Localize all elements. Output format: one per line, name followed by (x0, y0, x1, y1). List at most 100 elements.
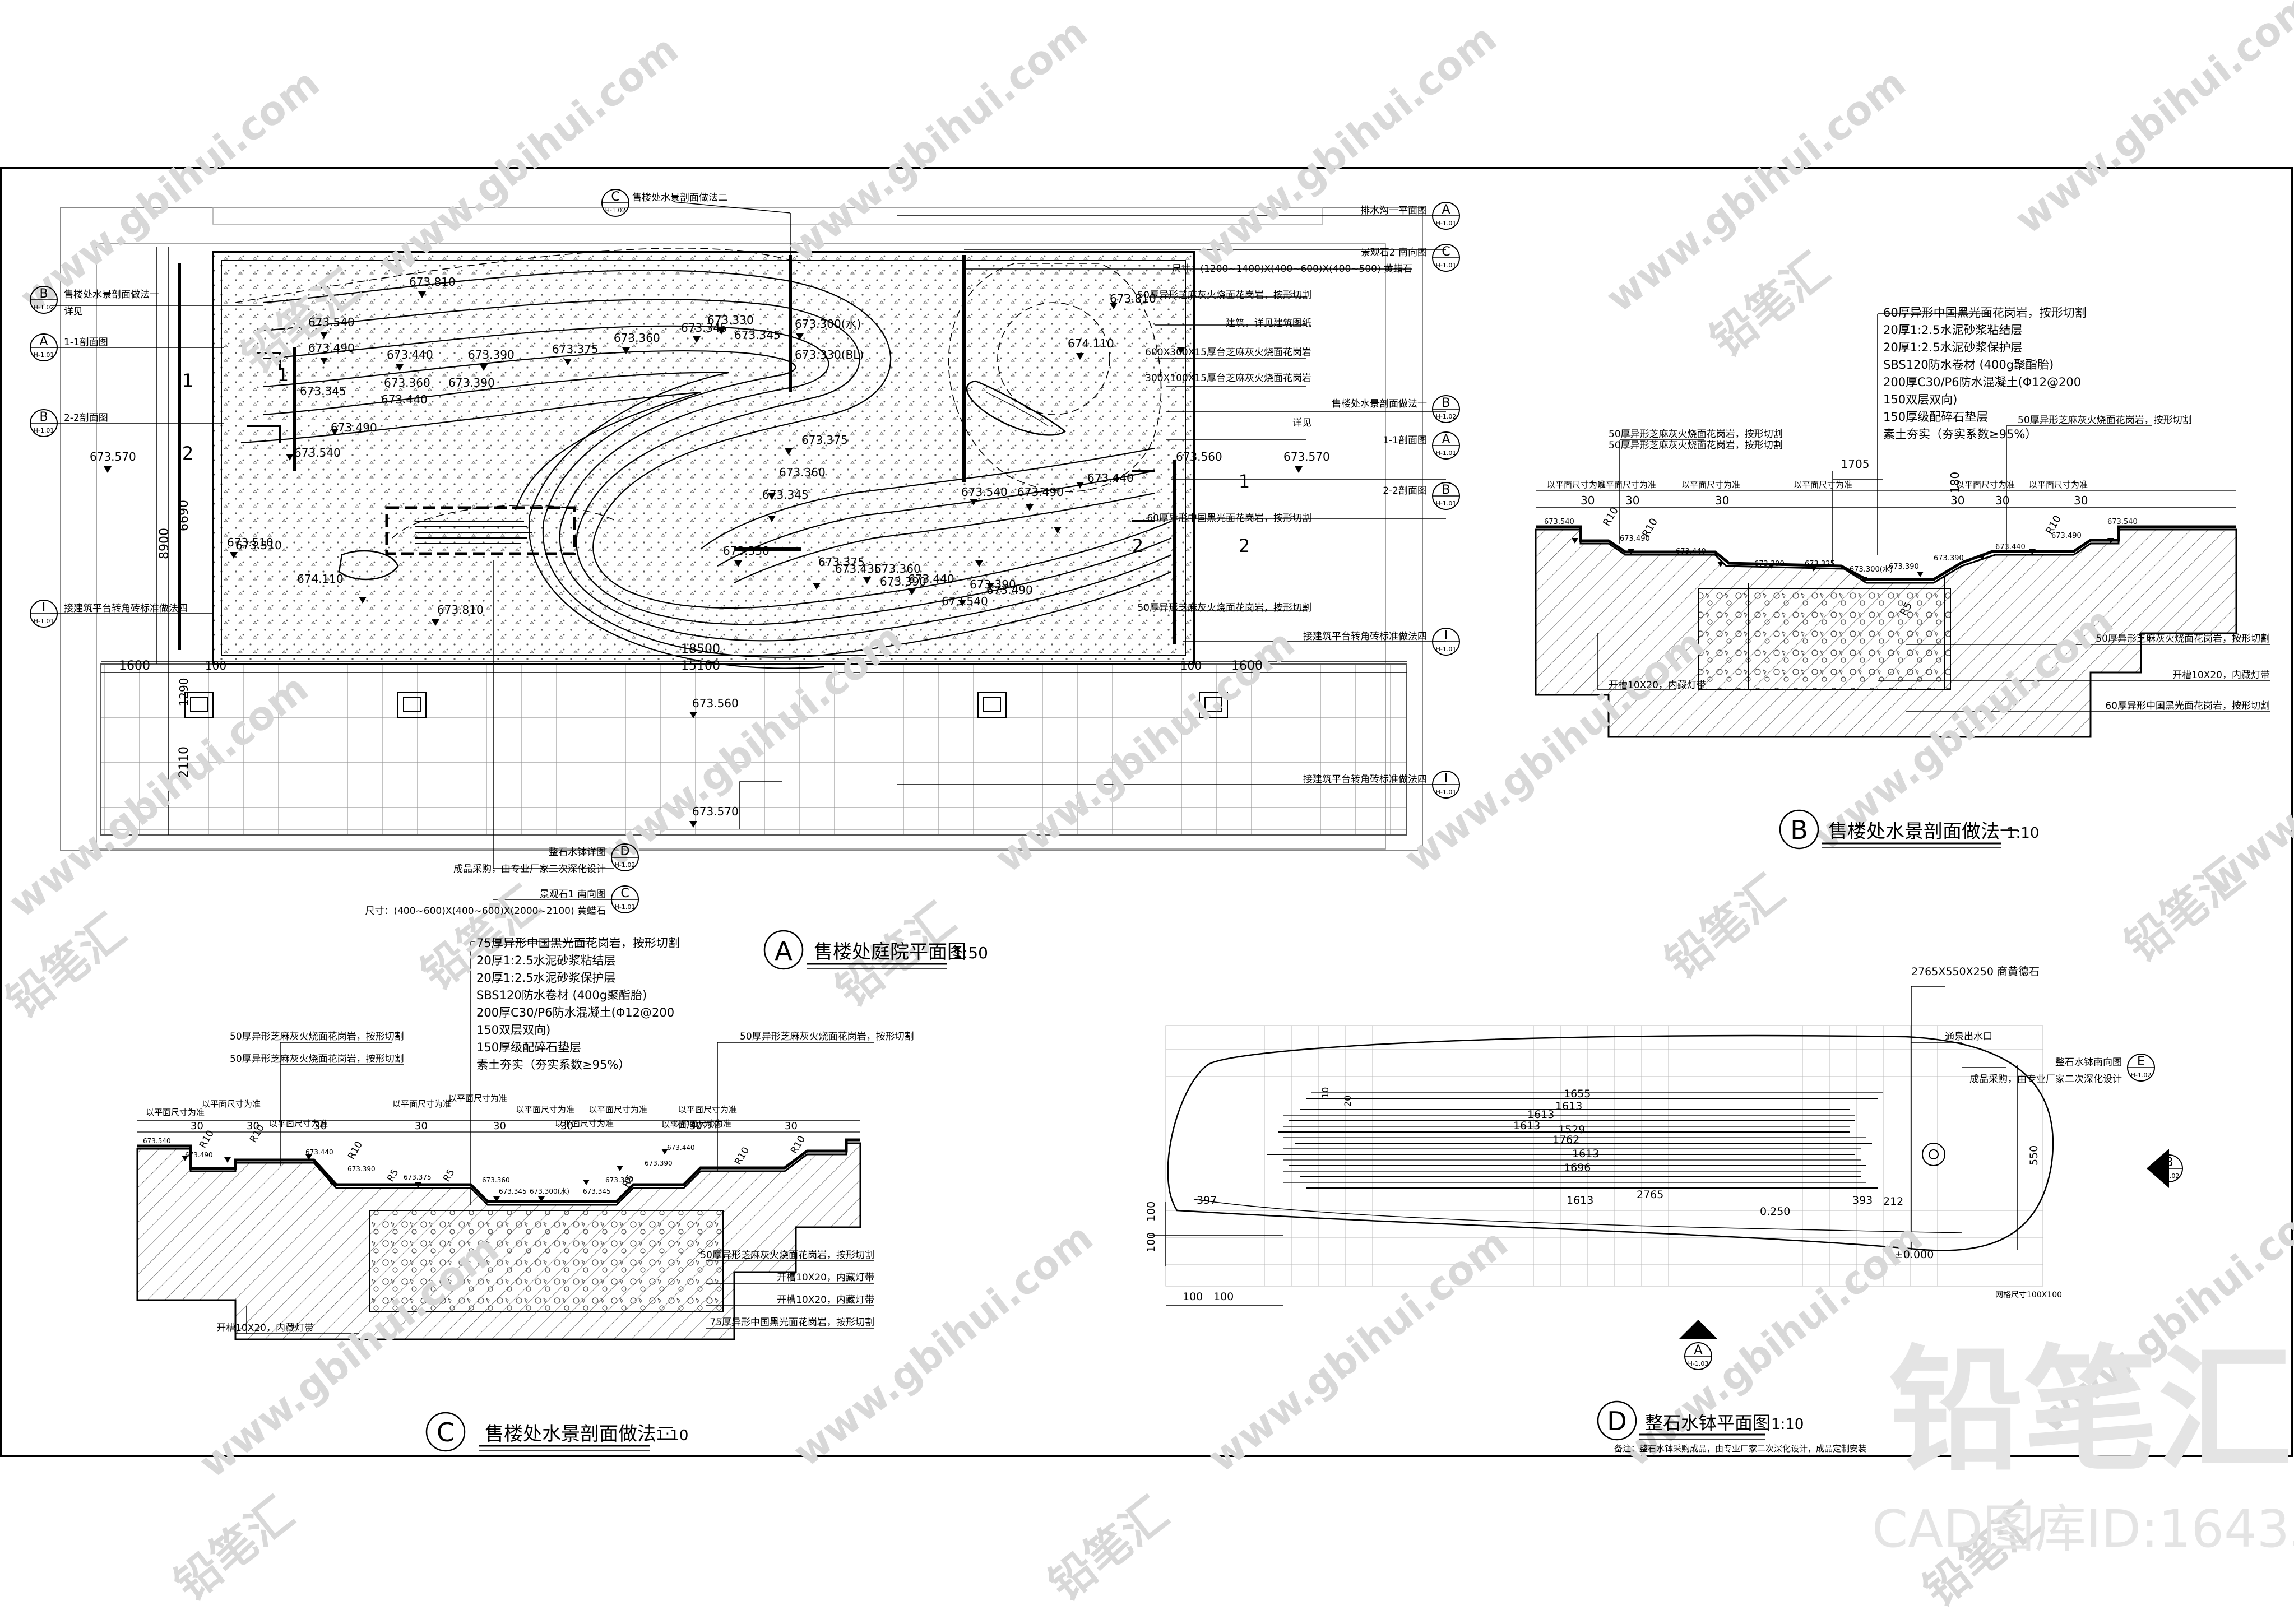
section-c-elev: 673.345 (583, 1187, 611, 1195)
section-number: 2 (1132, 535, 1143, 556)
elevation-label: 673.360 (779, 466, 826, 479)
elevation-label: 673.540 (942, 595, 988, 608)
watermark-cad-id: CAD图库ID:16433 (1872, 1499, 2294, 1559)
dim-left-edge: 100 (205, 659, 226, 672)
basin-grid-dim: 100 (1183, 1291, 1203, 1303)
section-c-elev: 673.345 (499, 1187, 527, 1195)
basin-section-bottom-symbol: A (1694, 1343, 1702, 1357)
section-b-layer: 200厚C30/P6防水混凝土(Φ12@200 (1883, 375, 2081, 389)
elevation-label: 673.345 (734, 328, 781, 342)
section-b-surface-label: 以平面尺寸为准 (2029, 480, 2088, 490)
section-c-bottom-note: 开槽10X20，内藏灯带 (777, 1294, 874, 1306)
elevation-label: 673.570 (90, 450, 136, 463)
section-c-radius: R10 (346, 1140, 365, 1162)
basin-dim-right: 393 (1852, 1194, 1873, 1207)
elevation-label: 673.540 (961, 485, 1008, 499)
basin-dim-line: 1696 (1564, 1162, 1591, 1174)
section-b-surface-label: 以平面尺寸为准 (1597, 480, 1656, 490)
callout-left-2-2-symbol: B (39, 410, 48, 424)
callout-left-2-2-text: 2-2剖面图 (64, 412, 108, 424)
basin-dim-line: 1529 (1558, 1124, 1585, 1136)
watermark-brand: 铅笔汇 (165, 1487, 303, 1611)
elevation-label: 673.390 (448, 376, 495, 389)
basin-section-bottom (1684, 1342, 1712, 1370)
callout-right-10-symbol: B (1442, 483, 1450, 497)
section-b-note-right: 50厚异形芝麻灰火烧面花岗岩，按形切割 (2018, 415, 2192, 426)
section-b-elev: 673.390 (1934, 554, 1964, 563)
elevation-label: 673.440 (1087, 471, 1134, 485)
callout-right-note: 60厚异形中国黑光面花岗岩，按形切割 (1147, 513, 1311, 524)
elevation-label: 673.540 (294, 446, 341, 460)
elevation-label: 673.330 (723, 544, 770, 558)
watermark-brand: 铅笔汇 (0, 904, 135, 1028)
basin-section-bottom-sheet: H-1.03 (1688, 1360, 1709, 1367)
basin-grid-dim: 100 (1145, 1201, 1157, 1222)
callout-right-note: 50厚异形芝麻灰火烧面花岗岩，按形切割 (1137, 602, 1311, 614)
callout-right-9-sheet: H-1.01 (1436, 449, 1457, 457)
section-b-elev: 673.490 (2051, 532, 2082, 540)
section-b-bottom-note: 开槽10X20，内藏灯带 (2172, 670, 2270, 681)
section-c-radius: R5 (441, 1167, 457, 1184)
callout-bottom-stone-sheet: H-1.01 (615, 903, 636, 911)
callout-right-10 (1432, 482, 1460, 510)
dim-right-margin: 1600 (1231, 659, 1263, 673)
section-c-elev: 673.490 (185, 1151, 213, 1159)
section-c-elev: 673.360 (605, 1176, 633, 1184)
elevation-label: 673.345 (762, 488, 809, 502)
dim-paving-depth: 2110 (177, 746, 191, 778)
section-c-bottom-note: 开槽10X20，内藏灯带 (216, 1323, 314, 1334)
section-b-dim: 30 (2074, 494, 2088, 507)
elevation-label: 673.330(BL) (795, 348, 864, 361)
section-c-surface-label: 以平面尺寸为准 (269, 1119, 328, 1129)
callout-right-14-symbol: I (1444, 772, 1448, 786)
section-c-layer: 150双层双向) (476, 1023, 550, 1037)
section-b-dim: 30 (1625, 494, 1639, 507)
watermark-brand: 铅笔汇 (1039, 1487, 1177, 1611)
elevation-label: 673.490 (308, 341, 355, 355)
section-c-dim: 30 (689, 1120, 702, 1132)
section-number: 1 (182, 370, 193, 391)
callout-right-14-text: 接建筑平台转角砖标准做法四 (1303, 774, 1427, 785)
section-c-drawing (136, 941, 874, 1340)
section-c-dim: 30 (247, 1120, 259, 1132)
section-number: 1 (277, 364, 289, 386)
section-b-top-dim: 1705 (1841, 457, 1870, 471)
elevation-label: 673.390 (970, 578, 1016, 591)
section-b-elev: 673.325 (1805, 560, 1835, 568)
elevation-label: 673.300(水) (795, 317, 861, 331)
elevation-label: 673.375 (818, 555, 865, 569)
section-b-bottom-note: 60厚异形中国黑光面花岗岩，按形切割 (2105, 700, 2270, 712)
callout-right-10-sheet: H-1.01 (1436, 500, 1457, 507)
callout-right-7-sheet: H-1.02 (1436, 413, 1457, 420)
elevation-label: 673.390 (468, 348, 515, 361)
section-c-note-top: 50厚异形芝麻灰火烧面花岗岩，按形切割 (230, 1031, 404, 1042)
section-b-drawing (1535, 313, 2270, 738)
elevation-label: 673.440 (381, 393, 428, 406)
section-b-layer: 素土夯实（夯实系数≥95%） (1883, 428, 2037, 441)
callout-right-note: 尺寸：(1200~1400)X(400~600)X(400~500) 黄蜡石 (1171, 263, 1412, 275)
elevation-label: 673.345 (300, 384, 346, 398)
callout-right-1-symbol: C (1442, 245, 1450, 259)
basin-grid-dim: 100 (1213, 1291, 1234, 1303)
callout-left-section-b-sheet: H-1.02 (34, 304, 54, 311)
elevation-label: 673.810 (409, 275, 456, 289)
section-b-elev: 673.540 (2107, 518, 2138, 526)
basin-elev-top: 0.250 (1760, 1205, 1790, 1218)
elevation-label: 673.560 (1176, 450, 1222, 463)
section-c-elev: 673.440 (305, 1148, 333, 1156)
callout-right-note: 详见 (1292, 417, 1311, 429)
section-b-elev: 673.540 (1544, 518, 1574, 526)
dim-inner-width: 15100 (681, 659, 720, 673)
section-c-bottom-note: 50厚异形芝麻灰火烧面花岗岩，按形切割 (700, 1250, 874, 1261)
title-b-scale: 1:10 (2006, 825, 2039, 842)
elevation-label: 673.560 (692, 697, 739, 710)
basin-callout (2127, 1054, 2155, 1082)
basin-dim-small: 10 (1320, 1087, 1331, 1098)
section-c-note-top: 50厚异形芝麻灰火烧面花岗岩，按形切割 (740, 1031, 914, 1042)
callout-bottom-stone-text: 景观石1 南向图 (540, 889, 606, 900)
basin-dim-gap: 212 (1883, 1195, 1903, 1208)
section-b-elev: 673.390 (1889, 563, 1919, 571)
title-a-symbol: A (775, 936, 793, 966)
title-b: B 售楼处水景剖面做法一 1:10 (1779, 809, 2039, 850)
section-b-note-left: 50厚异形芝麻灰火烧面花岗岩，按形切割 (1609, 429, 1783, 440)
